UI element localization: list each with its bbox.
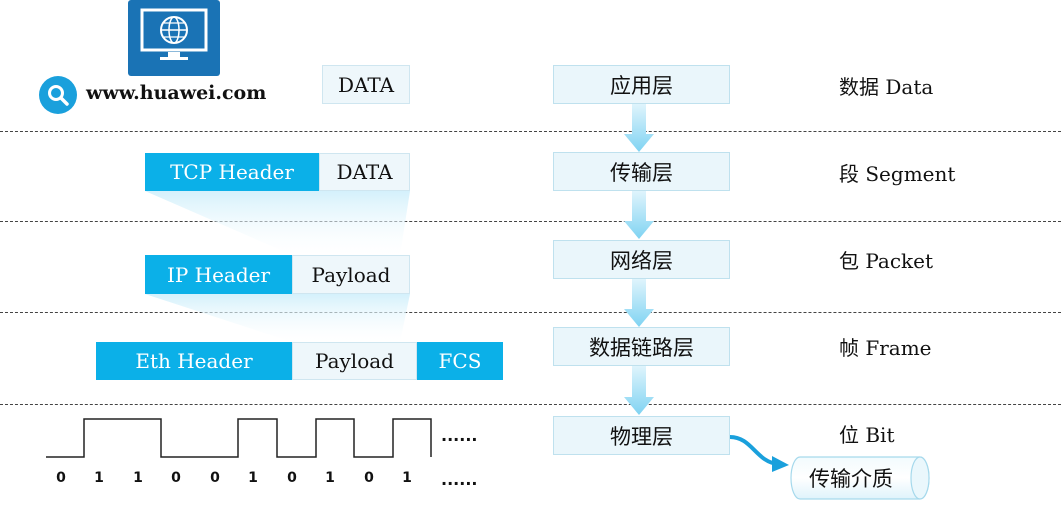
bit-label: 0 — [364, 470, 374, 486]
separator-line — [0, 221, 1061, 222]
bit-label: 0 — [171, 470, 181, 486]
layer-physical: 物理层 — [553, 416, 730, 455]
bit-label: 0 — [287, 470, 297, 486]
transmission-medium-cylinder — [790, 456, 930, 500]
bit-label: 1 — [94, 470, 104, 486]
network-to-datalink-funnel — [145, 294, 410, 342]
eth-header-box: Eth Header — [96, 342, 292, 380]
bit-label: 0 — [210, 470, 220, 486]
down-arrow-icon — [624, 191, 654, 239]
bit-label: 1 — [325, 470, 335, 486]
fcs-box: FCS — [417, 342, 503, 380]
monitor-globe-icon — [128, 0, 220, 76]
transport-to-network-funnel — [145, 191, 410, 255]
down-arrow-icon — [624, 279, 654, 327]
search-icon — [39, 76, 77, 114]
separator-line — [0, 312, 1061, 313]
ip-header-box: IP Header — [145, 255, 292, 294]
bits-ellipsis: ...... — [441, 470, 478, 489]
pdu-segment: 段 Segment — [839, 162, 956, 186]
down-arrow-icon — [624, 104, 654, 152]
separator-line — [0, 131, 1061, 132]
arrow-head-icon — [772, 456, 789, 472]
down-arrow-icon — [624, 366, 654, 415]
bit-label: 1 — [248, 470, 258, 486]
waveform-ellipsis: ...... — [441, 426, 478, 445]
separator-line — [0, 404, 1061, 405]
tcp-header-box: TCP Header — [145, 153, 319, 191]
layer-network: 网络层 — [553, 240, 730, 279]
bit-label: 1 — [133, 470, 143, 486]
transmission-medium-label: 传输介质 — [809, 467, 893, 491]
bit-label: 1 — [402, 470, 412, 486]
pdu-frame: 帧 Frame — [839, 336, 932, 360]
pdu-bit: 位 Bit — [839, 423, 895, 447]
bit-label: 0 — [56, 470, 66, 486]
medium-arrow — [728, 435, 780, 466]
app-data-box: DATA — [322, 65, 410, 104]
layer-datalink: 数据链路层 — [553, 327, 730, 366]
layer-transport: 传输层 — [553, 152, 730, 191]
eth-payload-box: Payload — [292, 342, 417, 380]
pdu-data: 数据 Data — [839, 75, 934, 99]
website-url: www.huawei.com — [86, 82, 267, 104]
ip-payload-box: Payload — [292, 255, 410, 294]
pdu-packet: 包 Packet — [839, 249, 934, 273]
tcp-data-box: DATA — [319, 153, 410, 191]
layer-application: 应用层 — [553, 65, 730, 104]
